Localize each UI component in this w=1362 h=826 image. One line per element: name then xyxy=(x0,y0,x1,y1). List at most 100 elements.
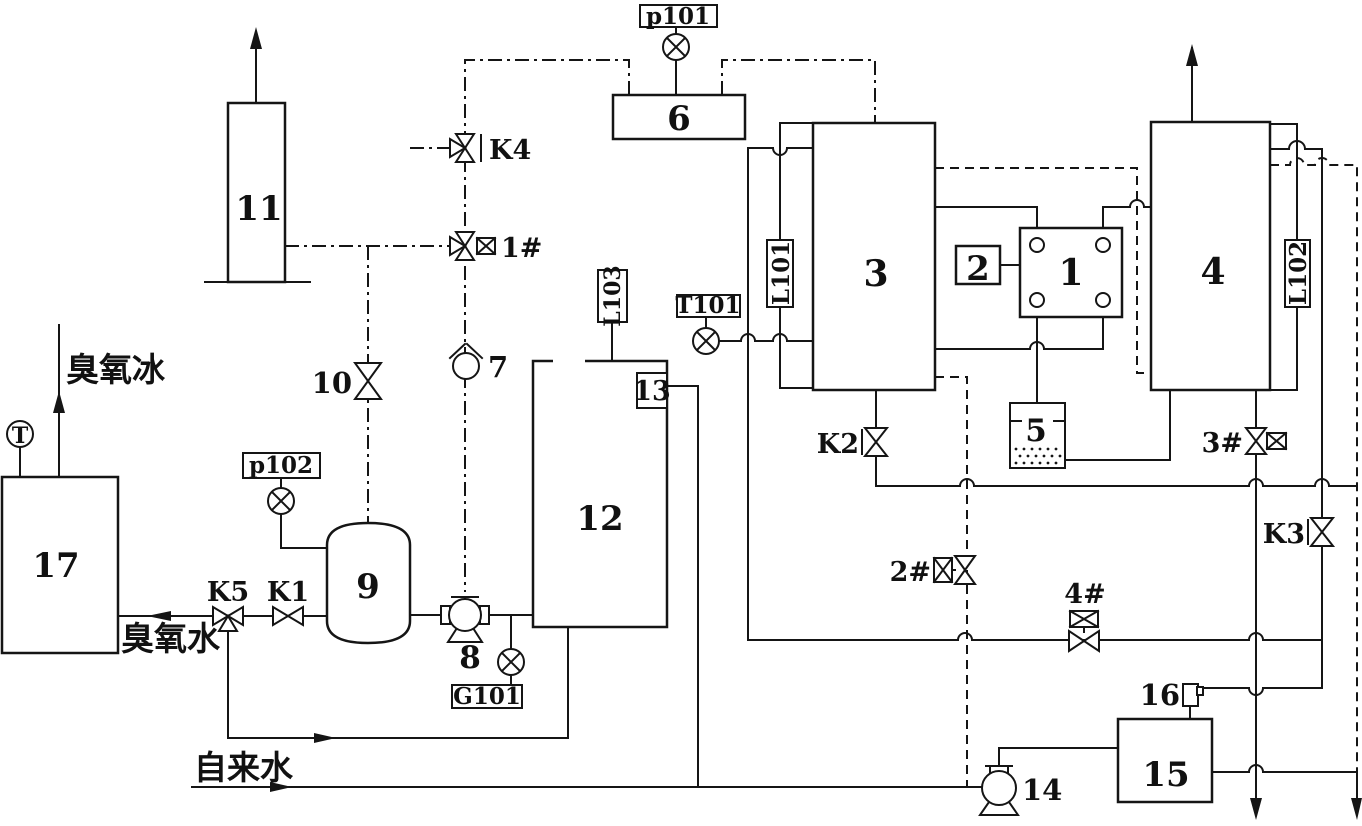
valve-2hash: 2# xyxy=(890,555,977,588)
tag-l102-label: L102 xyxy=(1285,241,1312,305)
tag-l102 xyxy=(1284,239,1311,308)
arrow-up-box11 xyxy=(250,27,262,49)
box-13 xyxy=(636,372,668,409)
box1-port-tl xyxy=(1029,237,1045,253)
box-13-label: 13 xyxy=(633,376,671,407)
box1-port-br xyxy=(1095,292,1111,308)
pump-14: 14 xyxy=(978,765,1062,816)
tag-p101-label: p101 xyxy=(646,3,710,30)
box-5 xyxy=(1009,402,1066,469)
box-2-label: 2 xyxy=(966,249,990,289)
box-4 xyxy=(1149,120,1272,392)
valve-k3-label: K3 xyxy=(1263,519,1305,550)
instruments: p101 p102 T101 G101 T L101 L102 L103 xyxy=(6,3,1312,710)
valve-k4-label: K4 xyxy=(489,135,531,166)
tag-l103 xyxy=(597,269,628,323)
gauge-p101-cross xyxy=(665,36,687,58)
valves: K4 1# 10 7 K5 xyxy=(207,133,1336,653)
tag-t101-label: T101 xyxy=(675,292,740,319)
valve-4hash-label: 4# xyxy=(1064,579,1105,610)
gauge-g101-cross xyxy=(500,651,522,673)
box-15 xyxy=(1116,717,1214,804)
stream-labels: 臭氧冰 臭氧水 自来水 xyxy=(66,350,294,787)
box1-port-tr xyxy=(1095,237,1111,253)
tank-9-label: 9 xyxy=(356,567,380,607)
box-6 xyxy=(611,93,747,141)
arrow-up-box4 xyxy=(1186,44,1198,66)
pipe-box4-right-down xyxy=(1202,140,1323,696)
box-1-label: 1 xyxy=(1058,252,1083,294)
label-ozone-water: 臭氧水 xyxy=(121,619,221,658)
valve-k4: K4 xyxy=(449,133,531,166)
pipe-t101-to-box3 xyxy=(718,333,814,342)
tag-l101-label: L101 xyxy=(768,241,795,305)
pipe-box5-box4 xyxy=(1064,389,1171,461)
valve-10: 10 xyxy=(312,362,383,400)
valve-10-label: 10 xyxy=(312,366,352,400)
sensor-16 xyxy=(1182,683,1199,707)
valve-k1-label: K1 xyxy=(267,577,309,608)
box-6-label: 6 xyxy=(667,99,691,139)
tag-g101 xyxy=(451,684,523,709)
valve-3hash-label: 3# xyxy=(1202,428,1243,459)
label-tap-water: 自来水 xyxy=(194,748,294,787)
box-5-media-dots xyxy=(1014,447,1062,465)
tag-g101-label: G101 xyxy=(453,683,521,710)
box-12 xyxy=(531,359,669,629)
tag-p102-label: p102 xyxy=(249,452,313,479)
valve-3hash: 3# xyxy=(1202,427,1288,459)
flow-arrows xyxy=(53,27,1362,820)
tag-l101 xyxy=(766,239,794,308)
check-valve-7: 7 xyxy=(448,342,508,384)
box-17 xyxy=(0,475,120,655)
pipe-k5-recirc xyxy=(227,626,569,739)
box-12-label: 12 xyxy=(576,499,623,539)
valve-k2-label: K2 xyxy=(817,429,859,460)
equipment: 6 11 17 12 13 3 2 1 4 5 15 16 xyxy=(0,93,1272,804)
pumps: 8 14 xyxy=(440,596,1062,816)
pipe-port2-box4 xyxy=(1102,199,1152,239)
gauge-t-icon xyxy=(6,420,34,448)
tag-l103-label: L103 xyxy=(600,265,626,326)
pipe-pump14-box15 xyxy=(998,747,1119,767)
check-valve-7-label: 7 xyxy=(488,350,508,384)
box-3 xyxy=(811,121,937,392)
box-5-label: 5 xyxy=(1025,413,1047,449)
dashed-piping xyxy=(935,157,1358,787)
tag-p102 xyxy=(242,452,321,479)
sensor-16-tab xyxy=(1196,686,1204,696)
pipe-box15-out xyxy=(1211,764,1358,801)
valve-1hash: 1# xyxy=(449,231,542,264)
dashline-box4-right xyxy=(1270,157,1358,772)
box-3-label: 3 xyxy=(863,253,888,295)
box-2 xyxy=(954,244,1002,286)
arrow-right-tap xyxy=(270,782,292,792)
dashline-box3-2hash xyxy=(935,376,968,787)
pipe-box13-down xyxy=(666,385,699,788)
label-ozone-ice: 臭氧冰 xyxy=(66,350,166,389)
tank-9 xyxy=(325,521,412,645)
pump-8: 8 xyxy=(440,596,490,676)
sensor-16-label: 16 xyxy=(1140,678,1180,712)
process-piping xyxy=(19,26,1358,801)
arrow-up-ozone-ice xyxy=(53,391,65,413)
gasline-box6-left xyxy=(464,59,630,592)
arrow-down-far-right xyxy=(1351,798,1362,820)
box-11 xyxy=(226,101,287,284)
gauge-t-label: T xyxy=(12,423,29,449)
valve-4hash: 4# xyxy=(1064,579,1106,653)
gasline-box6-box3 xyxy=(721,59,876,123)
dashline-box3-box4 xyxy=(935,167,1151,374)
box1-port-bl xyxy=(1029,292,1045,308)
valve-1hash-label: 1# xyxy=(501,233,542,264)
gauge-t101-cross xyxy=(695,330,717,352)
pump-14-label: 14 xyxy=(1022,773,1062,807)
arrow-left-ozone-water xyxy=(147,611,171,621)
valve-k5: K5 xyxy=(207,577,249,632)
box-15-label: 15 xyxy=(1142,755,1189,795)
gauge-p102-cross xyxy=(270,490,292,512)
arrow-right-recirc xyxy=(314,733,336,743)
arrow-down-right-drop xyxy=(1250,798,1262,820)
valve-k1: K1 xyxy=(267,577,309,627)
valve-2hash-label: 2# xyxy=(890,557,931,588)
